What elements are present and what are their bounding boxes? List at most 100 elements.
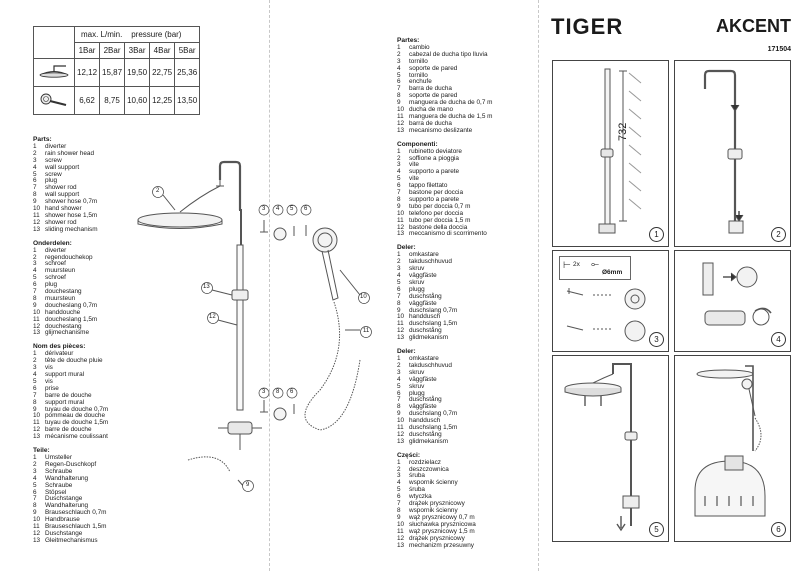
item-label: tornillo [409, 71, 428, 79]
item-number: 7 [397, 500, 401, 508]
screw-icon: ⊢ [563, 260, 571, 270]
item-number: 5 [33, 274, 37, 282]
item-number: 4 [33, 474, 37, 482]
step-number: 1 [649, 227, 664, 242]
item-label: skruv [409, 278, 425, 286]
item-label: support mural [45, 371, 85, 378]
callout-label-6: 6 [304, 206, 308, 212]
exploded-diagram: 2 13 12 10 11 9 3 4 5 6 3 8 6 [120, 150, 390, 492]
item-number: 11 [33, 523, 40, 531]
item-number: 13 [397, 334, 405, 342]
item-number: 9 [397, 202, 401, 210]
item-number: 6 [397, 493, 401, 501]
item-number: 13 [33, 329, 41, 337]
item-number: 5 [397, 278, 401, 286]
item-label: drążek prysznicowy [409, 500, 465, 508]
item-number: 5 [33, 377, 37, 385]
item-label: tuyau de douche 0,7m [45, 405, 109, 413]
item-label: screw [45, 170, 62, 178]
item-label: soffione a pioggia [409, 154, 459, 162]
item-label: väggfäste [409, 272, 437, 279]
step-panel-3: ⊢ 2x ⟜ Ø6mm 3 [552, 250, 669, 352]
item-label: rozdzielacz [409, 458, 441, 466]
item-number: 3 [397, 472, 401, 480]
item-label: väggfäste [409, 299, 437, 307]
item-label: Schraube [45, 467, 73, 475]
callout-label-2: 2 [156, 188, 160, 194]
item-number: 1 [33, 453, 37, 461]
item-number: 10 [397, 520, 405, 528]
item-label: Wandhalterung [45, 474, 89, 482]
pressure-col: 1Bar [73, 42, 101, 59]
fold-line-right [538, 0, 539, 571]
item-number: 3 [33, 156, 37, 164]
step-number: 3 [649, 332, 664, 347]
list-item: 4 Wandhalterung [33, 474, 108, 483]
screw-quantity: 2x [573, 261, 580, 268]
item-label: enchufe [409, 78, 432, 86]
callout-11 [360, 326, 372, 338]
item-number: 4 [397, 375, 401, 383]
item-label: duschstång [409, 327, 442, 335]
item-number: 6 [33, 488, 37, 496]
item-label: skruv [409, 265, 425, 273]
item-number: 3 [397, 161, 401, 169]
item-number: 10 [33, 516, 41, 524]
callout-label-9: 9 [246, 482, 250, 488]
item-number: 4 [33, 371, 37, 378]
item-label: Brauseschlauch 0,7m [45, 509, 107, 517]
item-label: duschslang 1,5m [409, 424, 458, 432]
item-number: 8 [33, 294, 37, 302]
item-label: Schraube [45, 481, 73, 489]
flow-header-label: max. L/min. [81, 30, 123, 39]
item-label: mecanismo deslizante [409, 126, 473, 134]
item-label: diverter [45, 246, 67, 254]
item-label: Duschstange [45, 529, 83, 537]
table-cell: 6,62 [73, 86, 101, 115]
item-number: 3 [397, 265, 401, 273]
item-number: 3 [397, 57, 401, 65]
item-number: 13 [33, 536, 41, 544]
item-label: dérivateur [45, 350, 74, 358]
item-number: 13 [33, 225, 41, 233]
table-cell: 19,50 [124, 58, 151, 87]
item-number: 12 [33, 218, 41, 226]
item-label: omkastare [409, 354, 439, 362]
